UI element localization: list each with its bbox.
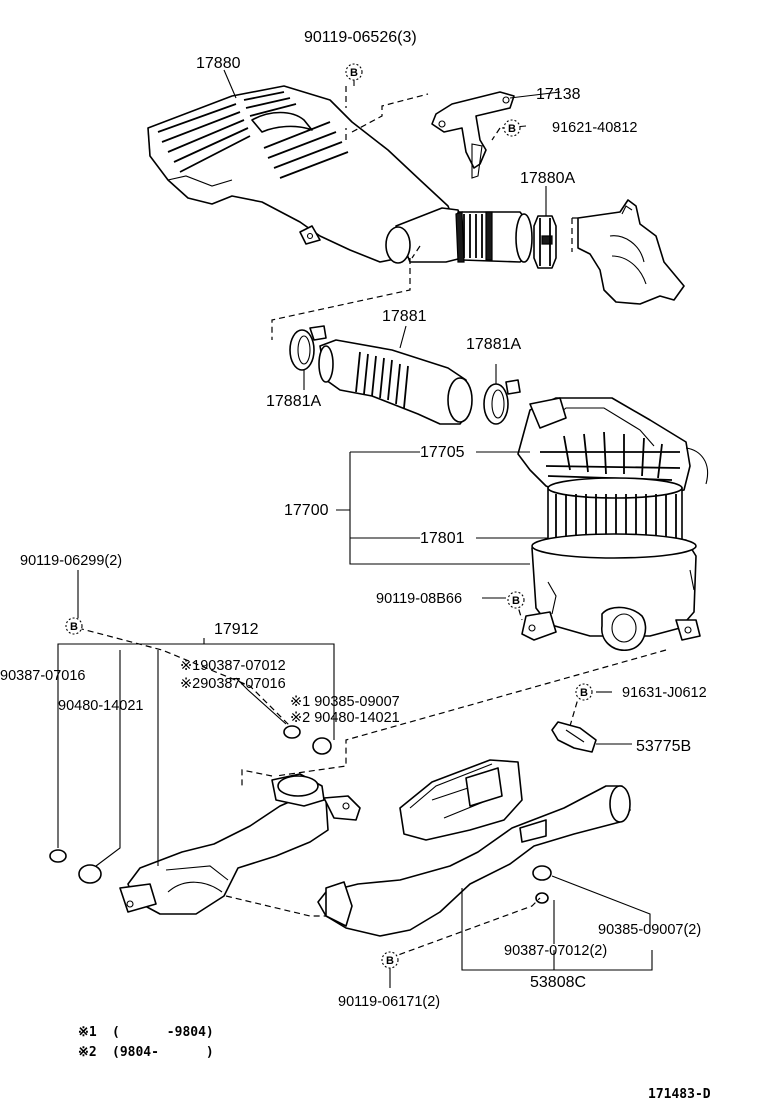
label-17880A: 17880A: [520, 170, 575, 187]
label-91621-40812: 91621-40812: [552, 120, 637, 136]
footnote-2: ※2 (9804- ): [78, 1045, 214, 1060]
svg-text:B: B: [580, 687, 588, 699]
label-90119-08B66: 90119-08B66: [376, 591, 462, 607]
svg-text:B: B: [508, 123, 516, 135]
label-90119-06526: 90119-06526(3): [304, 29, 417, 46]
part-17801-filter-element: [547, 477, 683, 543]
bolt-marker-90119-06526: B: [345, 63, 363, 81]
label-90480-14021: 90480-14021: [58, 698, 143, 714]
dashed-link-hose: [271, 258, 411, 340]
bolt-marker-90119-06171: B: [381, 951, 399, 969]
label-90119-06299: 90119-06299(2): [20, 553, 122, 569]
leader-lines: [57, 64, 653, 988]
bolt-marker-91631-J0612: B: [575, 683, 593, 701]
label-17700: 17700: [284, 502, 329, 519]
label-17881A-right: 17881A: [466, 336, 521, 353]
part-17912-intake-pipe-left: [119, 773, 361, 915]
part-90387-07012-grommet: [535, 892, 549, 904]
label-91631-J0612: 91631-J0612: [622, 685, 707, 701]
label-17138: 17138: [536, 86, 581, 103]
label-17912: 17912: [214, 621, 259, 638]
part-x-90387-07012-grommet: [283, 725, 301, 739]
bolt-marker-90119-06299: B: [65, 617, 83, 635]
label-x2-90480-14021: ※2 90480-14021: [290, 710, 400, 726]
label-17881A-left: 17881A: [266, 393, 321, 410]
footnote-1: ※1 ( -9804): [78, 1025, 214, 1040]
svg-text:B: B: [70, 621, 78, 633]
bolt-marker-90119-08B66: B: [507, 591, 525, 609]
part-x-90385-09007-cushion: [312, 737, 332, 755]
footnote-1-mark: ※1: [78, 1025, 97, 1040]
footnote-2-mark: ※2: [78, 1045, 97, 1060]
drawing-code: 171483-D: [648, 1087, 711, 1102]
part-17138-bracket: [431, 91, 515, 179]
part-53808C-resonator-duct: [317, 759, 631, 937]
label-17801: 17801: [420, 530, 465, 547]
label-53808C: 53808C: [530, 974, 586, 991]
part-17705-air-cleaner-cap: [517, 397, 708, 501]
label-90387-07016: 90387-07016: [0, 668, 85, 684]
bolt-marker-91621-40812: B: [503, 119, 521, 137]
label-53775B: 53775B: [636, 738, 691, 755]
label-90387-07012-2: 90387-07012(2): [504, 943, 607, 959]
footnote-2-range: (9804- ): [112, 1045, 214, 1060]
part-17880A-hose-clamp: [533, 215, 557, 269]
label-x2-90387-07016: ※290387-07016: [180, 676, 286, 692]
leader-throttle-body: [571, 217, 580, 252]
part-17881A-clamp-left: [289, 325, 327, 371]
dashed-link-17138: [351, 93, 429, 133]
part-air-cleaner-case: [521, 533, 701, 651]
label-90119-06171: 90119-06171(2): [338, 994, 440, 1010]
part-throttle-body-flange: [577, 199, 685, 305]
label-17881: 17881: [382, 308, 427, 325]
part-90385-09007-cushion: [532, 865, 552, 881]
label-x1-90385-09007: ※1 90385-09007: [290, 694, 400, 710]
label-17705: 17705: [420, 444, 465, 461]
label-17880: 17880: [196, 55, 241, 72]
part-53775B-bracket: [551, 721, 597, 753]
label-x1-90387-07012: ※190387-07012: [180, 658, 286, 674]
part-17881A-clamp-right: [483, 379, 521, 425]
label-90385-09007-2: 90385-09007(2): [598, 922, 701, 938]
part-17880-intake-duct: [147, 85, 533, 264]
part-90387-07016-grommet: [49, 849, 67, 863]
svg-text:B: B: [386, 955, 394, 967]
dashed-connections: [77, 86, 667, 959]
footnote-1-range: ( -9804): [112, 1025, 214, 1040]
part-90480-14021-cushion: [78, 864, 102, 884]
svg-text:B: B: [350, 67, 358, 79]
part-17881-air-hose: [318, 339, 473, 425]
svg-text:B: B: [512, 595, 520, 607]
